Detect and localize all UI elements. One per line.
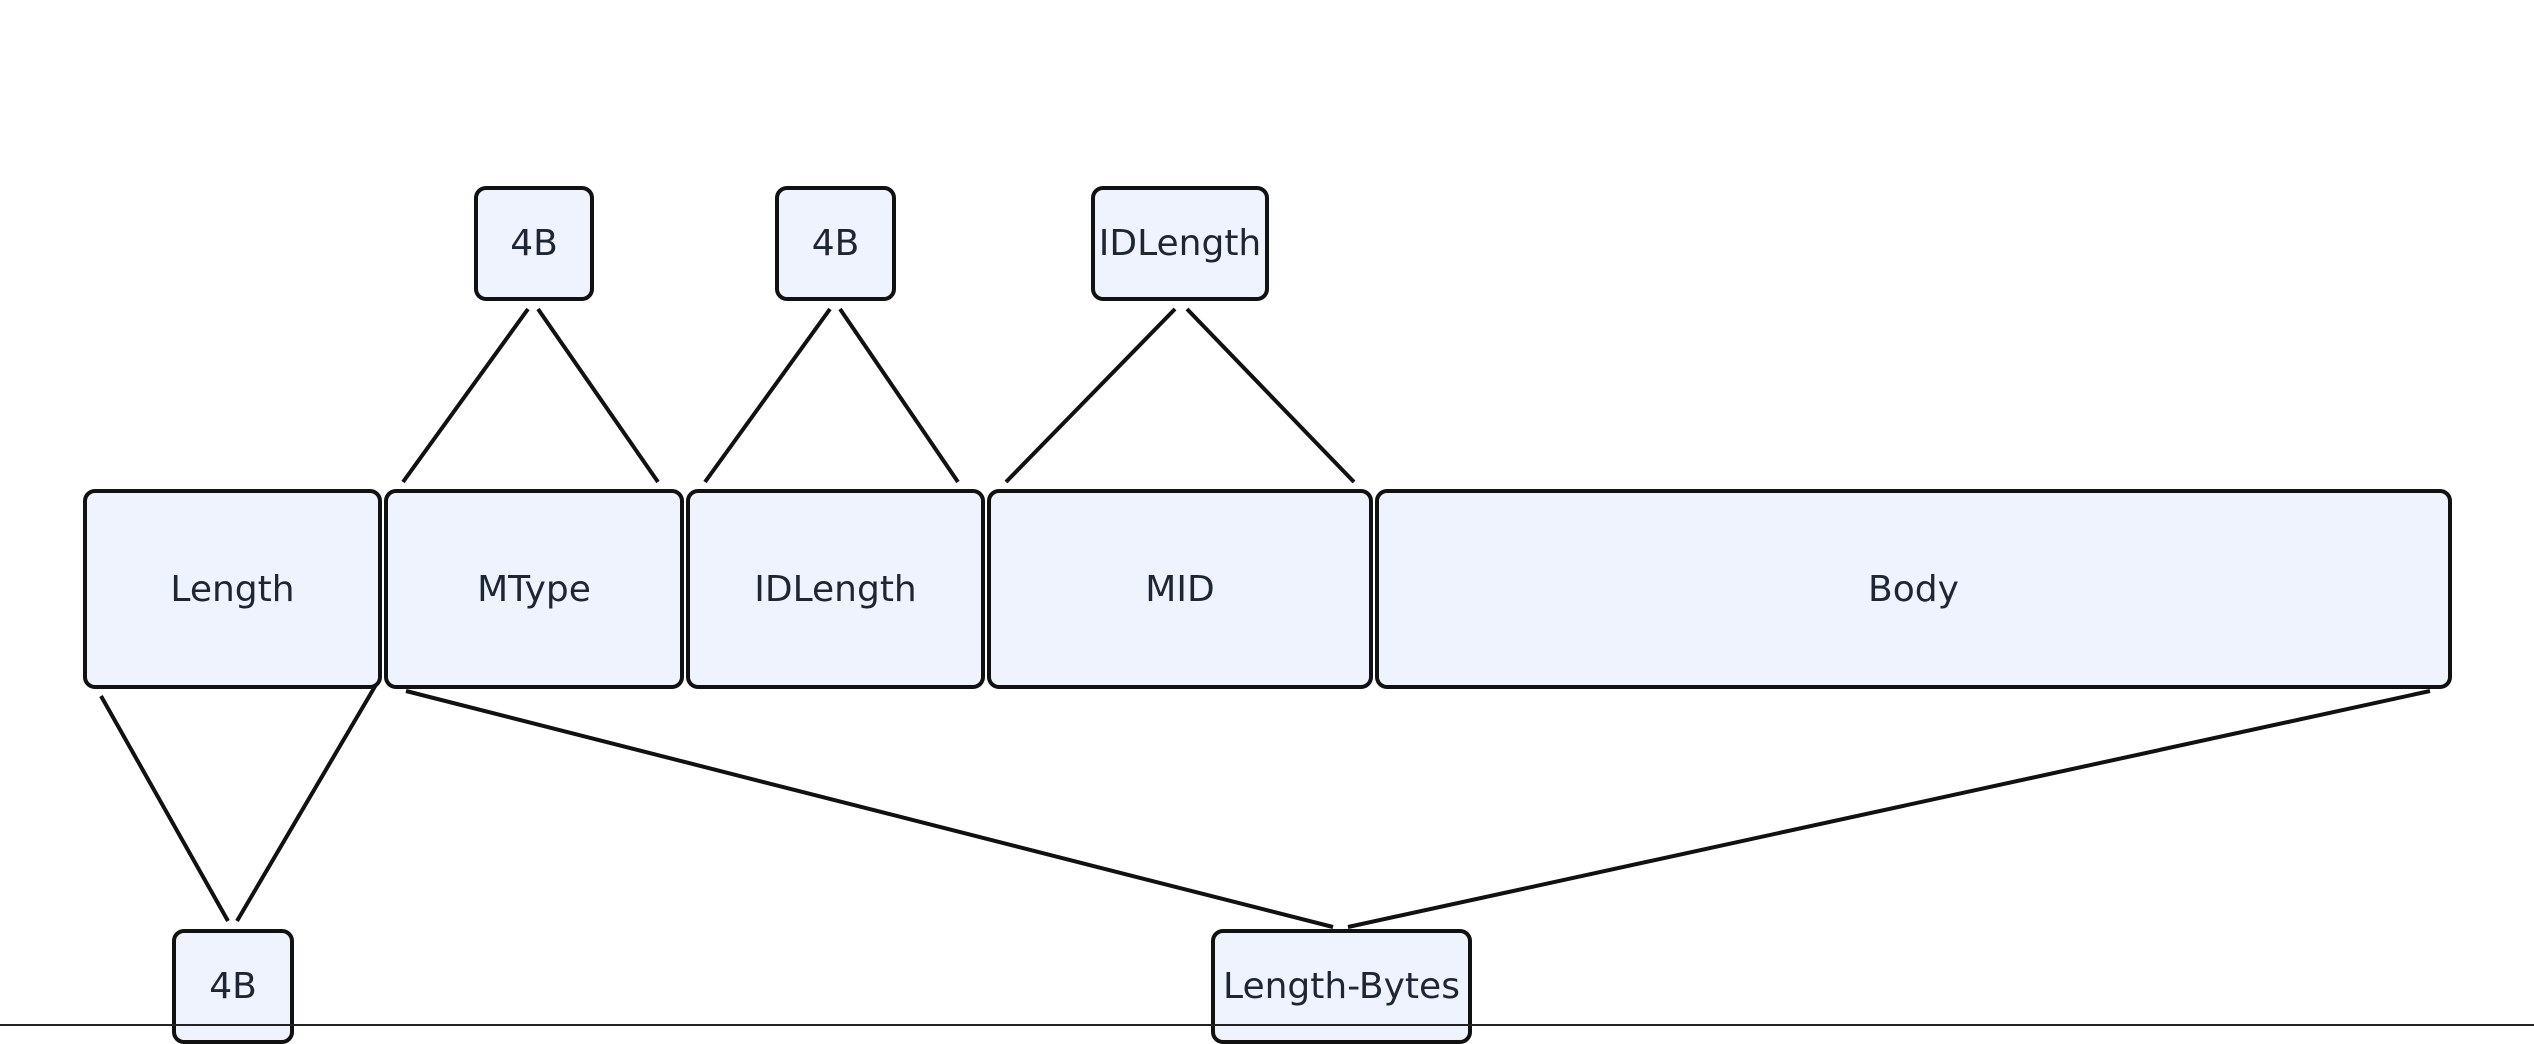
field-length-label: Length xyxy=(170,568,295,610)
field-length-box: Length xyxy=(83,489,382,689)
mid-size-connector-right xyxy=(1185,307,1356,484)
length-size-connector-left xyxy=(99,695,230,922)
field-mtype-label: MType xyxy=(477,568,591,610)
length-size-box: 4B xyxy=(172,929,294,1044)
length-bytes-label: Length-Bytes xyxy=(1223,966,1460,1007)
field-mid-box: MID xyxy=(987,489,1373,689)
field-body-box: Body xyxy=(1375,489,2452,689)
mid-size-label: IDLength xyxy=(1098,223,1262,264)
length-bytes-box: Length-Bytes xyxy=(1211,929,1472,1044)
mid-size-connector-left xyxy=(1004,307,1177,484)
field-idlength-box: IDLength xyxy=(686,489,985,689)
mtype-size-label: 4B xyxy=(510,223,558,264)
length-bytes-connector-left xyxy=(405,689,1334,929)
length-size-connector-right xyxy=(235,681,379,923)
field-mtype-box: MType xyxy=(384,489,684,689)
idlength-size-connector-right xyxy=(838,307,960,484)
idlength-size-box: 4B xyxy=(775,186,896,301)
bottom-border-line xyxy=(0,1024,2534,1026)
field-body-label: Body xyxy=(1868,568,1959,610)
mtype-size-box: 4B xyxy=(474,186,594,301)
length-bytes-connector-right xyxy=(1347,689,2431,929)
mtype-size-connector-left xyxy=(401,307,530,484)
field-mid-label: MID xyxy=(1145,568,1215,610)
mtype-size-connector-right xyxy=(536,307,660,484)
length-size-label: 4B xyxy=(209,966,257,1007)
idlength-size-connector-left xyxy=(703,307,832,484)
mid-size-box: IDLength xyxy=(1091,186,1269,301)
idlength-size-label: 4B xyxy=(811,223,860,264)
field-idlength-label: IDLength xyxy=(754,568,917,610)
